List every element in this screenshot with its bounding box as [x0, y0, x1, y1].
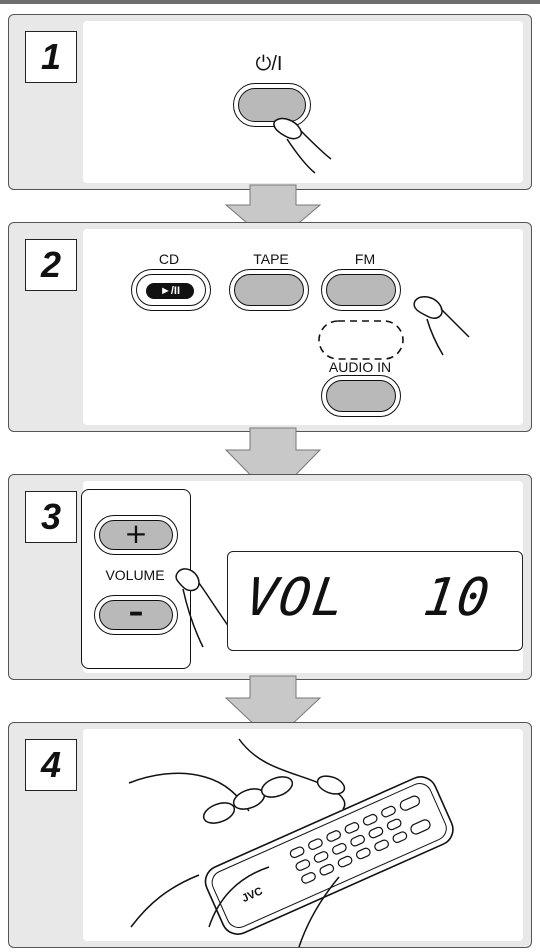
step-1-number: 1: [25, 31, 77, 83]
hand-pointer-icon: [413, 296, 470, 356]
hidden-button-outline: [318, 320, 404, 360]
down-arrow-icon: [224, 675, 322, 743]
step-3-panel: 3 + VOLUME – VOL 10: [8, 474, 532, 680]
step-3-number: 3: [25, 491, 77, 543]
power-label: ⏻/I: [255, 53, 283, 75]
plus-glyph: +: [124, 517, 148, 550]
display-text-right: 10: [419, 568, 495, 628]
fm-button[interactable]: [321, 269, 401, 311]
remote-control-icon: JVC: [128, 738, 454, 948]
cd-label: CD: [158, 251, 180, 267]
lcd-display: VOL 10: [227, 551, 523, 651]
volume-up-button[interactable]: +: [94, 515, 178, 555]
power-button[interactable]: [233, 83, 311, 127]
step-2-panel: 2 CD ►/II TAPE FM AUDIO IN: [8, 222, 532, 432]
volume-down-button[interactable]: –: [94, 595, 178, 635]
audio-in-label: AUDIO IN: [328, 359, 392, 375]
step-1-panel: 1 ⏻/I: [8, 14, 532, 190]
audio-in-button[interactable]: [321, 375, 401, 417]
hand-pointer-icon: [273, 117, 332, 174]
cd-play-pause-button[interactable]: ►/II: [131, 269, 211, 311]
tape-label: TAPE: [253, 251, 289, 267]
fm-label: FM: [354, 251, 376, 267]
volume-label: VOLUME: [105, 567, 165, 583]
step-4-number: 4: [25, 739, 77, 791]
minus-glyph: –: [128, 595, 144, 630]
step-2-number: 2: [25, 239, 77, 291]
display-text-left: VOL: [241, 568, 351, 628]
cd-button-glyph: ►/II: [146, 283, 194, 299]
hand-pointer-icon: [175, 568, 230, 648]
tape-button[interactable]: [229, 269, 309, 311]
top-rule: [0, 0, 540, 4]
step-4-panel: 4 JVC: [8, 722, 532, 948]
